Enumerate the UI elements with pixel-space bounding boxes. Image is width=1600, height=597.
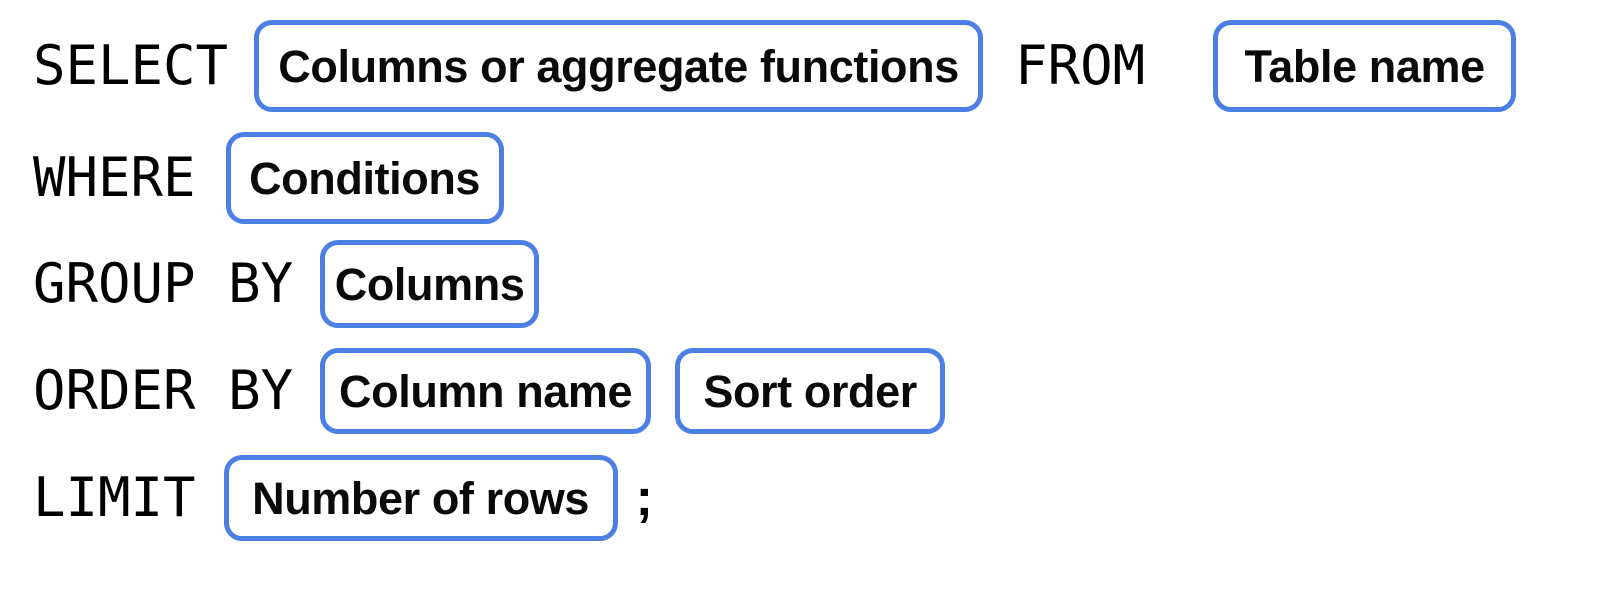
sql-keyword-select: SELECT bbox=[33, 34, 229, 97]
placeholder-slot-number-of-rows[interactable]: Number of rows bbox=[223, 455, 618, 541]
placeholder-label-sort-order: Sort order bbox=[703, 365, 917, 417]
sql-clause-limit: LIMIT Number of rows ; bbox=[0, 455, 1600, 541]
placeholder-label-conditions: Conditions bbox=[249, 152, 481, 204]
sql-keyword-limit: LIMIT bbox=[33, 466, 196, 529]
placeholder-slot-columns-or-aggregate-functions[interactable]: Columns or aggregate functions bbox=[254, 20, 984, 112]
placeholder-slot-columns[interactable]: Columns bbox=[320, 240, 540, 328]
sql-keyword-where: WHERE bbox=[33, 146, 196, 209]
sql-clause-select: SELECT Columns or aggregate functions FR… bbox=[0, 20, 1600, 112]
placeholder-label-columns: Columns bbox=[334, 258, 525, 310]
placeholder-slot-conditions[interactable]: Conditions bbox=[225, 132, 504, 224]
statement-terminator-semicolon: ; bbox=[635, 469, 653, 527]
placeholder-label-columns-or-aggregate-functions: Columns or aggregate functions bbox=[278, 40, 959, 92]
placeholder-label-table-name: Table name bbox=[1244, 40, 1486, 92]
placeholder-slot-column-name[interactable]: Column name bbox=[320, 348, 652, 434]
placeholder-slot-sort-order[interactable]: Sort order bbox=[675, 348, 946, 434]
sql-clause-group-by: GROUP BY Columns bbox=[0, 240, 1600, 328]
sql-keyword-group-by: GROUP BY bbox=[33, 252, 294, 315]
placeholder-slot-table-name[interactable]: Table name bbox=[1213, 20, 1517, 112]
sql-clause-where: WHERE Conditions bbox=[0, 132, 1600, 224]
sql-keyword-from: FROM bbox=[1015, 34, 1146, 97]
placeholder-label-number-of-rows: Number of rows bbox=[252, 472, 590, 524]
sql-clause-order-by: ORDER BY Column name Sort order bbox=[0, 348, 1600, 434]
placeholder-label-column-name: Column name bbox=[339, 365, 633, 417]
sql-keyword-order-by: ORDER BY bbox=[33, 359, 294, 422]
